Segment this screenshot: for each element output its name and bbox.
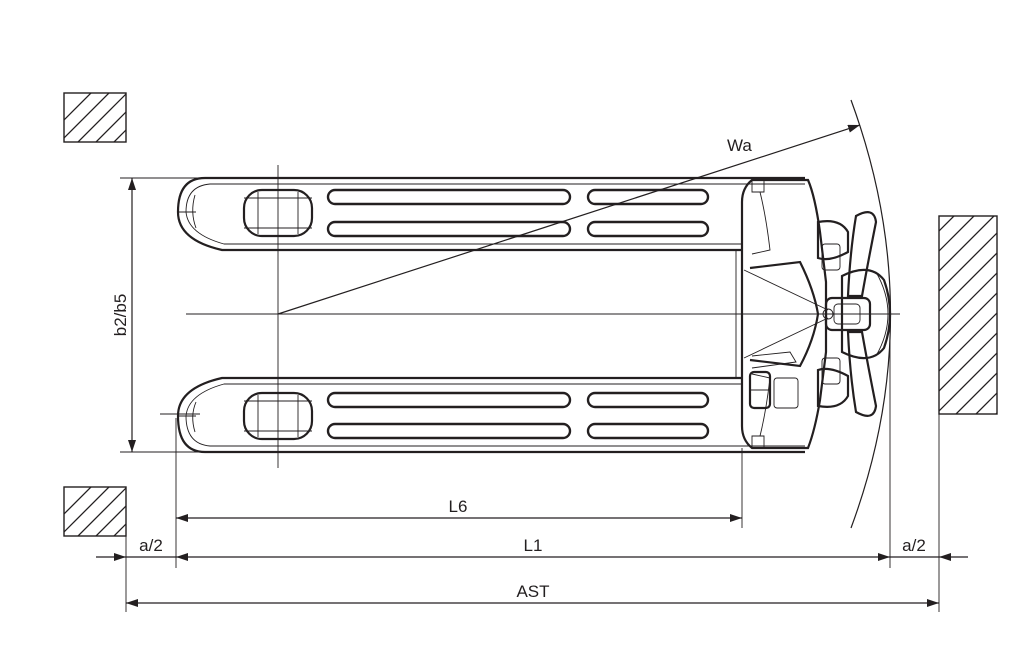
label-ast: AST: [516, 582, 549, 601]
label-b2-b5: b2/b5: [111, 294, 130, 337]
wall-block-bottom-left: [63, 486, 127, 537]
dimension-l1-row: a/2 L1 a/2: [96, 536, 968, 561]
label-a-half-right: a/2: [902, 536, 926, 555]
label-l6: L6: [449, 497, 468, 516]
wall-block-right: [938, 215, 998, 415]
dimension-ast: AST: [126, 582, 939, 607]
wall-block-top-left: [63, 92, 127, 143]
fork-upper: [176, 176, 805, 252]
label-l1: L1: [524, 536, 543, 555]
label-wa: Wa: [727, 136, 752, 155]
dimension-l6: L6: [176, 497, 742, 522]
label-a-half-left: a/2: [139, 536, 163, 555]
wa-radius-line: [277, 124, 861, 315]
dimension-b2-b5: b2/b5: [111, 177, 805, 453]
fork-lower: [176, 376, 805, 454]
